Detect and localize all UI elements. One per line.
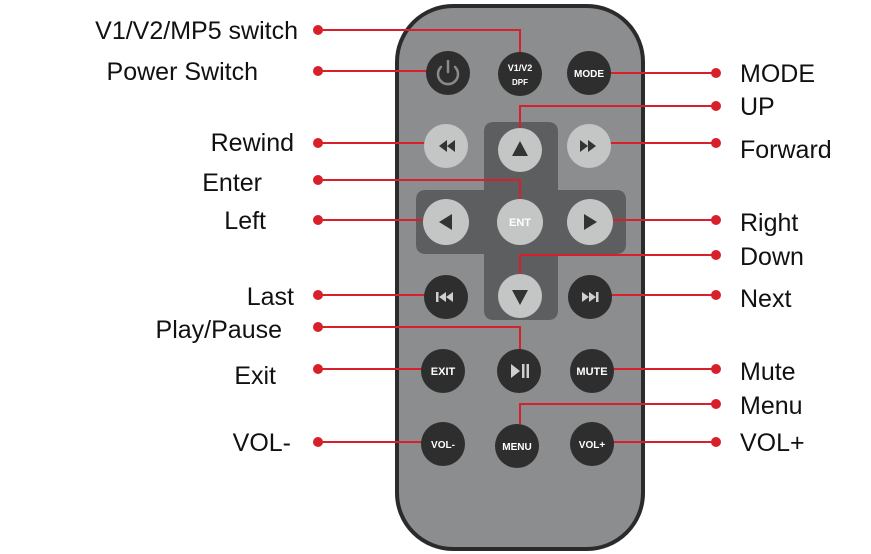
leader-line-up (519, 105, 716, 128)
leader-dot-mute (711, 364, 721, 374)
leader-dots (313, 25, 721, 447)
next-button[interactable] (568, 275, 612, 319)
forward-icon (580, 140, 596, 152)
leader-dot-enter (313, 175, 323, 185)
callout-v1v2: V1/V2/MP5 switch (95, 17, 298, 45)
skip-back-icon (436, 292, 453, 302)
down-triangle-icon (512, 290, 528, 305)
callout-last: Last (247, 283, 294, 311)
rewind-button[interactable] (424, 124, 468, 168)
rewind-icon (439, 140, 455, 152)
callout-mute: Mute (740, 358, 796, 386)
leader-dot-vol-minus (313, 437, 323, 447)
callout-enter: Enter (202, 169, 262, 197)
power-icon (436, 59, 460, 86)
right-button[interactable] (567, 199, 613, 245)
v1v2-dpf-button[interactable]: V1/V2 DPF (498, 52, 542, 96)
callout-right: Right (740, 209, 798, 237)
callout-rewind: Rewind (211, 129, 294, 157)
callout-power: Power Switch (107, 58, 258, 86)
menu-button-label: MENU (502, 442, 531, 453)
mute-button[interactable]: MUTE (570, 349, 614, 393)
callout-up: UP (740, 93, 775, 121)
callout-next: Next (740, 285, 791, 313)
menu-button[interactable]: MENU (495, 424, 539, 468)
leader-line-down (519, 254, 716, 274)
leader-dot-last (313, 290, 323, 300)
right-triangle-icon (584, 214, 597, 230)
callout-mode: MODE (740, 60, 815, 88)
leader-dot-rewind (313, 138, 323, 148)
mute-button-label: MUTE (576, 366, 607, 378)
vol-minus-button-label: VOL- (431, 440, 455, 451)
callout-forward: Forward (740, 136, 832, 164)
callout-menu: Menu (740, 392, 803, 420)
callout-left: Left (224, 207, 266, 235)
vol-plus-button[interactable]: VOL+ (570, 422, 614, 466)
leader-dot-forward (711, 138, 721, 148)
leader-dot-right (711, 215, 721, 225)
callout-vol-minus: VOL- (233, 429, 291, 457)
leader-dot-vol-plus (711, 437, 721, 447)
power-button[interactable] (426, 51, 470, 95)
up-triangle-icon (512, 141, 528, 156)
enter-button-label: ENT (509, 217, 531, 229)
leader-dot-up (711, 101, 721, 111)
leader-dot-left (313, 215, 323, 225)
mode-button[interactable]: MODE (567, 51, 611, 95)
down-button[interactable] (498, 274, 542, 318)
play-pause-icon (511, 364, 529, 378)
leader-line-enter (318, 179, 521, 200)
left-triangle-icon (439, 214, 452, 230)
leader-dot-down (711, 250, 721, 260)
callouts-right: MODE UP Forward Right Down Next Mute Men… (740, 60, 832, 457)
leader-dot-menu (711, 399, 721, 409)
leader-line-menu (519, 403, 716, 424)
mode-button-label: MODE (574, 69, 604, 80)
leader-dot-mode (711, 68, 721, 78)
callout-exit: Exit (234, 362, 276, 390)
forward-button[interactable] (567, 124, 611, 168)
last-button[interactable] (424, 275, 468, 319)
exit-button[interactable]: EXIT (421, 349, 465, 393)
skip-forward-icon (582, 292, 599, 302)
callouts-left: V1/V2/MP5 switch Power Switch Rewind Ent… (95, 17, 298, 457)
leader-line-play-pause (318, 326, 521, 350)
v1v2-label: V1/V2 (508, 63, 533, 73)
callout-play-pause: Play/Pause (156, 316, 282, 344)
leader-dot-v1v2 (313, 25, 323, 35)
play-pause-button[interactable] (497, 349, 541, 393)
exit-button-label: EXIT (431, 366, 456, 378)
up-button[interactable] (498, 128, 542, 172)
vol-plus-button-label: VOL+ (579, 440, 606, 451)
leader-dot-play-pause (313, 322, 323, 332)
leader-line-v1v2 (318, 29, 521, 54)
leader-dot-exit (313, 364, 323, 374)
callout-down: Down (740, 243, 804, 271)
callout-vol-plus: VOL+ (740, 429, 805, 457)
vol-minus-button[interactable]: VOL- (421, 422, 465, 466)
leader-dot-power (313, 66, 323, 76)
left-button[interactable] (423, 199, 469, 245)
enter-button[interactable]: ENT (497, 199, 543, 245)
dpf-label: DPF (512, 78, 528, 87)
leader-dot-next (711, 290, 721, 300)
